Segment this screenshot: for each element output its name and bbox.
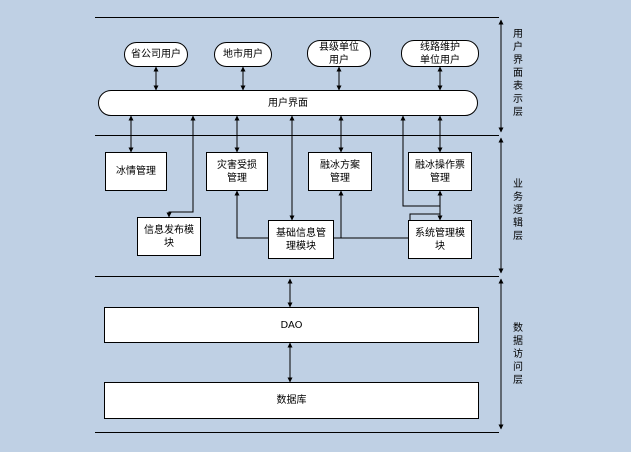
system-mgmt-module: 系统管理模 块 — [408, 220, 472, 259]
line-maint-user-node: 线路维护 单位用户 — [401, 40, 479, 67]
top-border — [95, 17, 499, 18]
presentation-layer-label: 用 户 界 面 表 示 层 — [513, 29, 523, 118]
info-publish-module: 信息发布模 块 — [137, 217, 201, 256]
user-interface-bar: 用户界面 — [98, 90, 478, 116]
dao-block: DAO — [104, 307, 479, 343]
arrow-ui-infopublish — [166, 115, 196, 218]
arrow-baseinfo-disaster — [234, 190, 270, 239]
deice-plan-module: 融冰方案 管理 — [308, 152, 372, 191]
presentation-business-divider — [95, 135, 499, 136]
business-layer-label: 业 务 逻 辑 层 — [513, 179, 523, 242]
business-data-divider — [95, 276, 499, 277]
bottom-border — [95, 432, 499, 433]
deice-ticket-module: 融冰操作票 管理 — [408, 152, 472, 191]
county-user-node: 县级单位 用户 — [307, 40, 371, 67]
database-block: 数据库 — [104, 382, 479, 419]
disaster-module: 灾害受损 管理 — [206, 152, 268, 191]
ice-status-module: 冰情管理 — [105, 152, 167, 191]
provincial-user-node: 省公司用户 — [124, 42, 188, 67]
data-access-layer-label: 数 据 访 问 层 — [513, 323, 523, 386]
base-info-module: 基础信息管 理模块 — [268, 220, 334, 259]
arrow-baseinfo-ticket — [332, 190, 443, 239]
city-user-node: 地市用户 — [214, 42, 272, 67]
